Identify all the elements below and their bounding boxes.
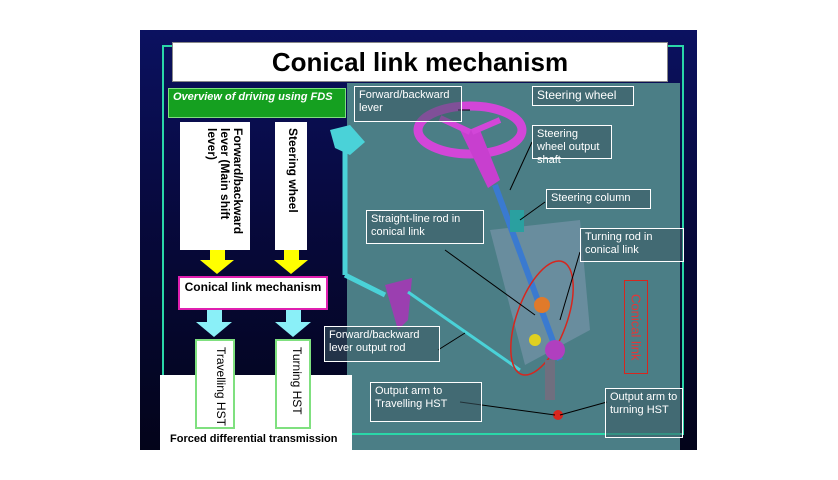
conical-mechanism-box: Conical link mechanism	[178, 276, 328, 310]
travel-hst-box: Travelling HST	[195, 339, 235, 429]
steering-spoke	[470, 117, 502, 135]
leader-line	[559, 401, 608, 416]
fb-lever-bracket	[385, 278, 412, 330]
callout-arm-travel-text: Output arm to Travelling HST	[375, 385, 448, 410]
title-box: Conical link mechanism	[172, 42, 668, 82]
wheel-input-box: Steering wheel	[275, 122, 307, 250]
lever-input-box: Forward/backward lever (Main shift lever…	[180, 122, 250, 250]
callout-straight-rod: Straight-line rod in conical link	[366, 210, 484, 244]
footer-label: Forced differential transmission	[170, 433, 338, 445]
callout-turning-rod-text: Turning rod in conical link	[585, 231, 653, 256]
steering-shaft	[492, 183, 563, 362]
leader-line	[519, 201, 546, 221]
fb-output-rod	[407, 290, 521, 372]
leader-line	[437, 332, 466, 351]
mechanism-part	[545, 360, 555, 400]
turning-hst-label: Turning HST	[290, 347, 304, 415]
lever-input-label: Forward/backward lever (Main shift lever…	[205, 128, 245, 235]
mechanism-part	[545, 340, 565, 360]
callout-fb-lever-text: Forward/backward lever	[359, 89, 450, 114]
leader-line	[509, 141, 533, 191]
fb-lever-handle	[330, 125, 365, 155]
callout-turning-rod: Turning rod in conical link	[580, 228, 684, 262]
callout-fb-output-rod: Forward/backward lever output rod	[324, 326, 440, 362]
yellow-arrow-wheel	[274, 250, 308, 274]
fb-lever-arm	[343, 272, 387, 298]
travel-hst-label: Travelling HST	[214, 347, 228, 426]
conical-link-ellipse	[510, 260, 574, 376]
callout-straight-rod-text: Straight-line rod in conical link	[371, 213, 461, 238]
callout-arm-travel: Output arm to Travelling HST	[370, 382, 482, 422]
footer-box	[160, 375, 352, 450]
steering-wheel-rim	[413, 101, 527, 159]
callout-arm-turning-text: Output arm to turning HST	[610, 391, 678, 416]
conical-link-label: Conical link	[624, 280, 648, 374]
callout-fb-lever: Forward/backward lever	[354, 86, 462, 122]
callout-steering-wheel-text: Steering wheel	[537, 88, 617, 102]
output-arm-joint	[553, 410, 563, 420]
yellow-arrow-lever	[200, 250, 234, 274]
mechanism-part	[529, 334, 541, 346]
callout-steering-column-text: Steering column	[551, 192, 631, 204]
callout-fb-output-rod-text: Forward/backward lever output rod	[329, 329, 420, 354]
shaft-joint	[510, 210, 524, 232]
callout-arm-turning: Output arm to turning HST	[605, 388, 683, 438]
turning-hst-box: Turning HST	[275, 339, 311, 429]
slide: Conical link mechanism Overview of drivi…	[140, 30, 697, 450]
leader-line	[444, 249, 536, 316]
callout-wheel-shaft-text: Steering wheel output shaft	[537, 128, 600, 166]
callout-wheel-shaft: Steering wheel output shaft	[532, 125, 612, 166]
steering-wheel-hub	[460, 130, 500, 188]
callout-steering-column: Steering column	[546, 189, 651, 209]
wheel-input-label: Steering wheel	[286, 128, 300, 213]
callout-steering-wheel: Steering wheel	[532, 86, 634, 106]
conical-mechanism-label: Conical link mechanism	[184, 280, 322, 294]
mechanism-illustration	[330, 101, 608, 420]
slide-title: Conical link mechanism	[271, 46, 569, 77]
cyan-arrow-turning	[275, 310, 311, 337]
leader-line	[559, 251, 581, 321]
cyan-arrow-travel	[196, 310, 232, 337]
mechanism-part	[534, 297, 550, 313]
overview-label: Overview of driving using FDS	[168, 88, 346, 118]
flow-arrows	[196, 250, 311, 337]
